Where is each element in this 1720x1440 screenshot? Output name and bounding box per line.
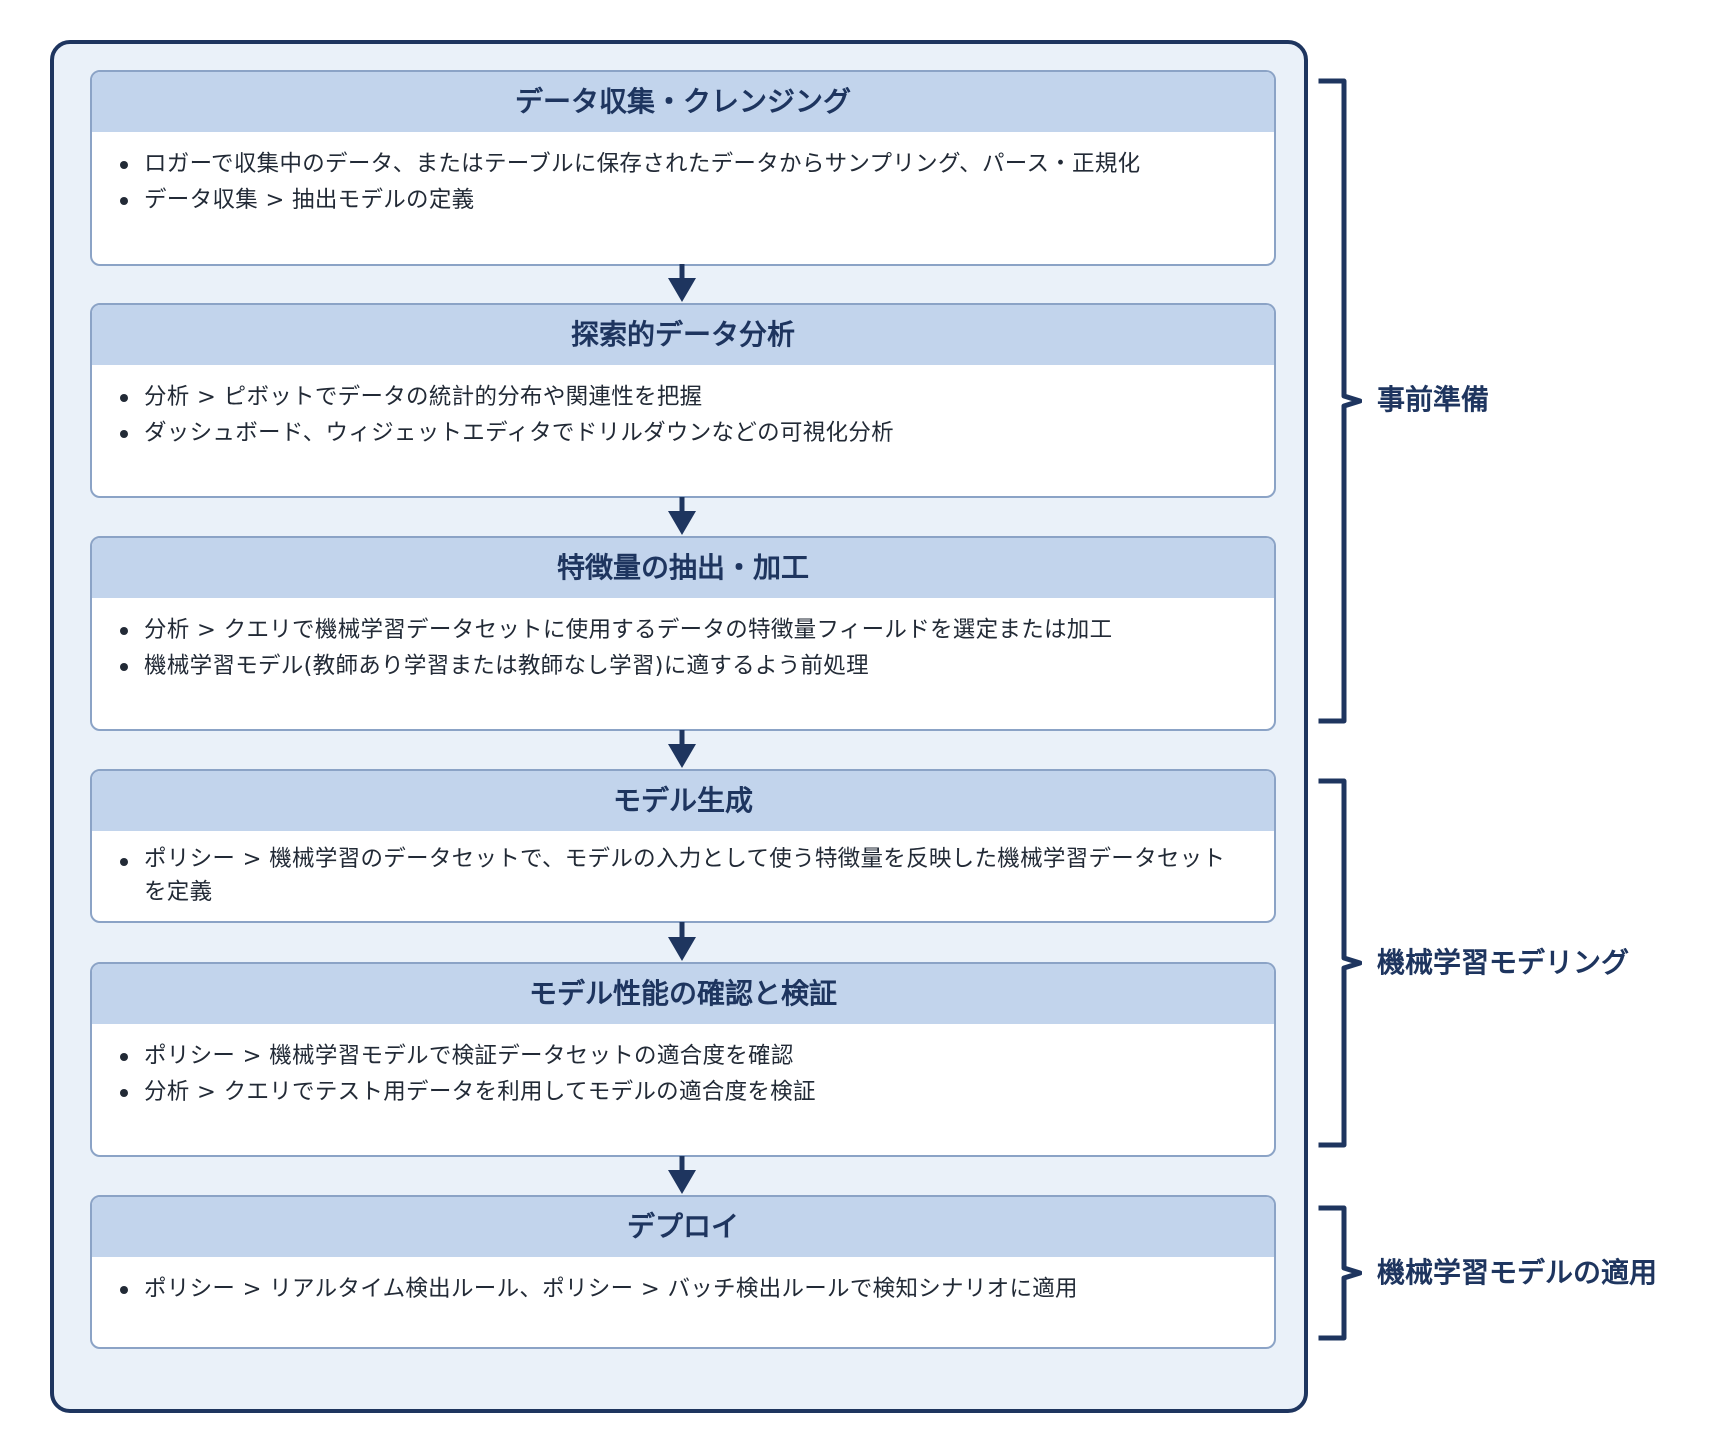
step-data-collection: データ収集・クレンジング ロガーで収集中のデータ、またはテーブルに保存されたデー… xyxy=(90,70,1276,266)
list-item: 分析 > クエリでテスト用データを利用してモデルの適合度を検証 xyxy=(120,1074,1234,1110)
list-item: ダッシュボード、ウィジェットエディタでドリルダウンなどの可視化分析 xyxy=(120,415,1234,451)
list-item: 分析 > ピボットでデータの統計的分布や関連性を把握 xyxy=(120,379,1234,415)
step-exploratory-analysis: 探索的データ分析 分析 > ピボットでデータの統計的分布や関連性を把握 ダッシュ… xyxy=(90,303,1276,498)
arrow-down-icon xyxy=(668,1156,696,1194)
step-model-generation: モデル生成 ポリシー > 機械学習のデータセットで、モデルの入力として使う特徴量… xyxy=(90,769,1276,923)
phase-label-preparation: 事前準備 xyxy=(1377,383,1490,416)
phase-label-application: 機械学習モデルの適用 xyxy=(1377,1256,1658,1289)
step-title: 探索的データ分析 xyxy=(92,305,1274,365)
list-item: 分析 > クエリで機械学習データセットに使用するデータの特徴量フィールドを選定ま… xyxy=(120,612,1234,648)
step-title: 特徴量の抽出・加工 xyxy=(92,538,1274,598)
brace-pre-preparation xyxy=(1318,78,1362,724)
arrow-down-icon xyxy=(668,497,696,535)
step-title: デプロイ xyxy=(92,1197,1274,1257)
step-model-validation: モデル性能の確認と検証 ポリシー > 機械学習モデルで検証データセットの適合度を… xyxy=(90,962,1276,1157)
list-item: ポリシー > 機械学習モデルで検証データセットの適合度を確認 xyxy=(120,1038,1234,1074)
arrow-down-icon xyxy=(668,922,696,961)
list-item: ロガーで収集中のデータ、またはテーブルに保存されたデータからサンプリング、パース… xyxy=(120,146,1234,182)
step-title: モデル性能の確認と検証 xyxy=(92,964,1274,1024)
brace-ml-modeling xyxy=(1318,778,1362,1148)
arrow-down-icon xyxy=(668,264,696,302)
list-item: データ収集 > 抽出モデルの定義 xyxy=(120,182,1234,218)
step-deploy: デプロイ ポリシー > リアルタイム検出ルール、ポリシー > バッチ検出ルールで… xyxy=(90,1195,1276,1349)
arrow-down-icon xyxy=(668,730,696,768)
list-item: ポリシー > 機械学習のデータセットで、モデルの入力として使う特徴量を反映した機… xyxy=(120,843,1234,909)
phase-label-modeling: 機械学習モデリング xyxy=(1377,946,1630,979)
list-item: 機械学習モデル(教師あり学習または教師なし学習)に適するよう前処理 xyxy=(120,648,1234,684)
step-feature-extraction: 特徴量の抽出・加工 分析 > クエリで機械学習データセットに使用するデータの特徴… xyxy=(90,536,1276,731)
step-title: データ収集・クレンジング xyxy=(92,72,1274,132)
list-item: ポリシー > リアルタイム検出ルール、ポリシー > バッチ検出ルールで検知シナリ… xyxy=(120,1271,1234,1307)
brace-model-application xyxy=(1318,1205,1362,1341)
step-title: モデル生成 xyxy=(92,771,1274,831)
